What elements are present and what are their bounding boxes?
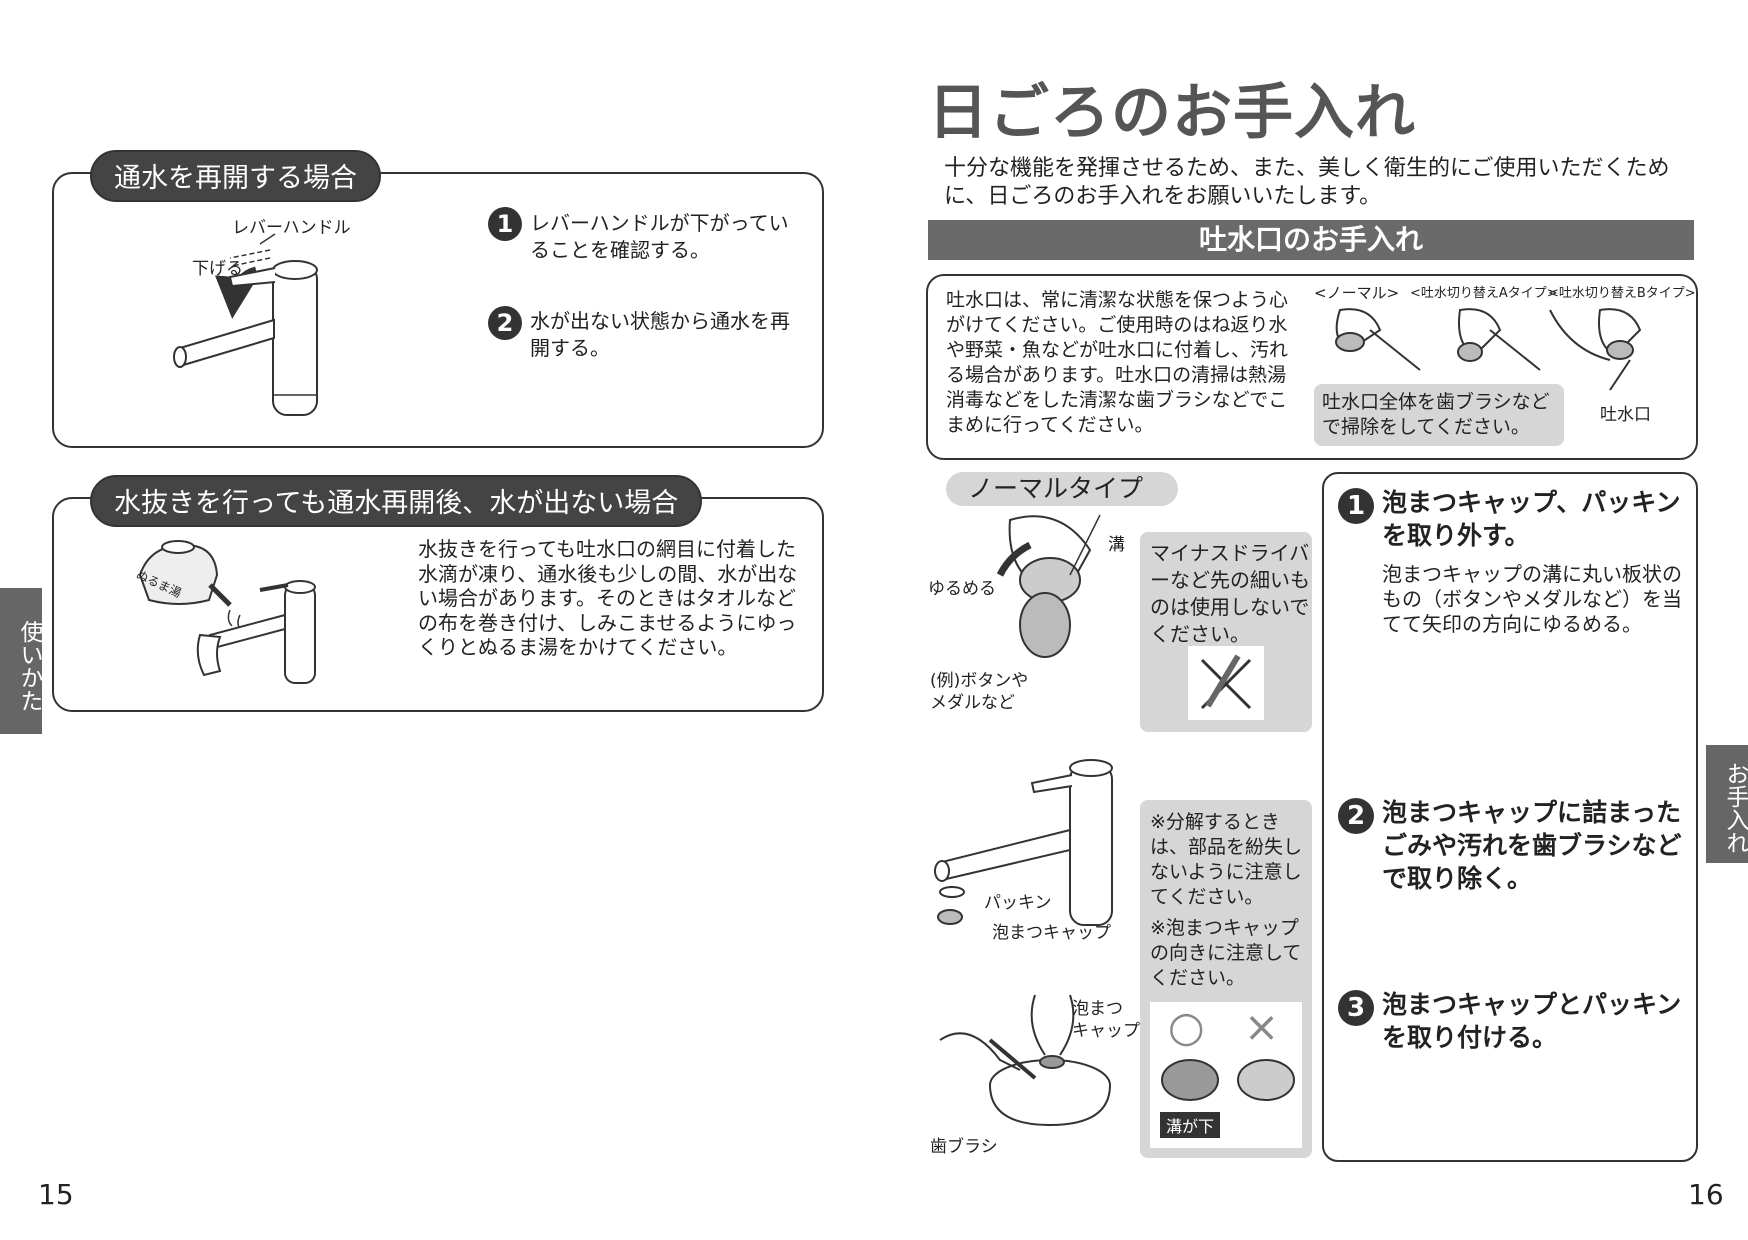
side-tab-care: お手入れ <box>1706 745 1748 863</box>
ng-mark: × <box>1244 1002 1280 1051</box>
type-label-normal: <ノーマル> <box>1314 284 1400 302</box>
section-no-water-text: 水抜きを行っても吐水口の網目に付着した水滴が凍り、通水後も少しの間、水が出ない場… <box>418 537 798 659</box>
label-groove: 溝 <box>1108 535 1125 555</box>
label-lower: 下げる <box>192 259 243 279</box>
care-step-1-title: 泡まつキャップ、パッキンを取り外す。 <box>1382 488 1681 550</box>
page-number-right: 16 <box>1688 1178 1724 1211</box>
type-label-b: <吐水切り替えBタイプ> <box>1548 286 1696 301</box>
spout-care-box <box>926 274 1698 460</box>
section-resume-water-title: 通水を再開する場合 <box>90 150 381 202</box>
kettle-faucet-illustration <box>138 540 316 684</box>
note-1: ※分解するときは、部品を紛失しないように注意してください。 <box>1150 811 1303 908</box>
normal-type-pill: ノーマルタイプ <box>946 472 1178 506</box>
care-step-2-badge: 2 <box>1338 798 1374 834</box>
type-label-a: <吐水切り替えAタイプ> <box>1410 286 1558 301</box>
page-number-left: 15 <box>38 1178 74 1211</box>
label-cap-2: 泡まつ キャップ <box>1072 999 1140 1041</box>
label-loosen: ゆるめる <box>928 579 996 599</box>
step-1-badge: 1 <box>488 207 522 241</box>
cap-orientation-illustration <box>1161 1059 1295 1101</box>
step-2-text: 水が出ない状態から通水を再開する。 <box>530 309 790 360</box>
care-step-2-title: 泡まつキャップに詰まったごみや汚れを歯ブラシなどで取り除く。 <box>1382 798 1682 893</box>
faucet-lever-illustration <box>173 233 318 416</box>
cap-removal-illustration <box>996 514 1101 658</box>
brush-cleaning-illustration <box>939 994 1111 1127</box>
warning-text: マイナスドライバーなど先の細いものは使用しないでください。 <box>1150 541 1310 646</box>
no-screwdriver-icon <box>1188 646 1264 720</box>
label-groove-down: 溝が下 <box>1160 1112 1221 1138</box>
label-cap: 泡まつキャップ <box>992 923 1111 943</box>
page-title: 日ごろのお手入れ <box>928 78 1416 148</box>
care-step-3-badge: 3 <box>1338 990 1374 1026</box>
label-example: (例)ボタンや メダルなど <box>930 671 1029 713</box>
label-spout: 吐水口 <box>1600 405 1651 425</box>
spout-types-illustration <box>1335 308 1642 391</box>
intro-text: 十分な機能を発揮させるため、また、美しく衛生的にご使用いただくために、日ごろのお… <box>944 156 1670 209</box>
label-toothbrush: 歯ブラシ <box>930 1137 998 1157</box>
steps-box <box>1322 472 1698 1162</box>
spout-care-text: 吐水口は、常に清潔な状態を保つよう心がけてください。ご使用時のはね返り水や野菜・… <box>946 289 1289 436</box>
brush-note-text: 吐水口全体を歯ブラシなどで掃除をしてください。 <box>1322 391 1550 438</box>
faucet-parts-illustration <box>934 759 1113 926</box>
care-step-1-desc: 泡まつキャップの溝に丸い板状のもの（ボタンやメダルなど）を当てて矢印の方向にゆる… <box>1382 562 1682 636</box>
ok-mark: ○ <box>1168 1002 1205 1051</box>
section-no-water-title: 水抜きを行っても通水再開後、水が出ない場合 <box>90 475 703 527</box>
band-title: 吐水口のお手入れ <box>1198 223 1423 256</box>
brush-note-panel <box>1314 384 1564 446</box>
band-title-bar <box>928 220 1694 260</box>
step-2-badge: 2 <box>488 306 522 340</box>
step-1-text: レバーハンドルが下がっていることを確認する。 <box>530 211 789 262</box>
label-lever-handle: レバーハンドル <box>232 218 351 238</box>
care-step-1-badge: 1 <box>1338 488 1374 524</box>
care-step-3-title: 泡まつキャップとパッキンを取り付ける。 <box>1382 990 1682 1052</box>
note-2: ※泡まつキャップの向きに注意してください。 <box>1150 917 1302 989</box>
section-resume-water-box <box>52 172 824 448</box>
side-tab-usage: 使いかた <box>0 588 42 734</box>
label-packing: パッキン <box>984 893 1052 913</box>
